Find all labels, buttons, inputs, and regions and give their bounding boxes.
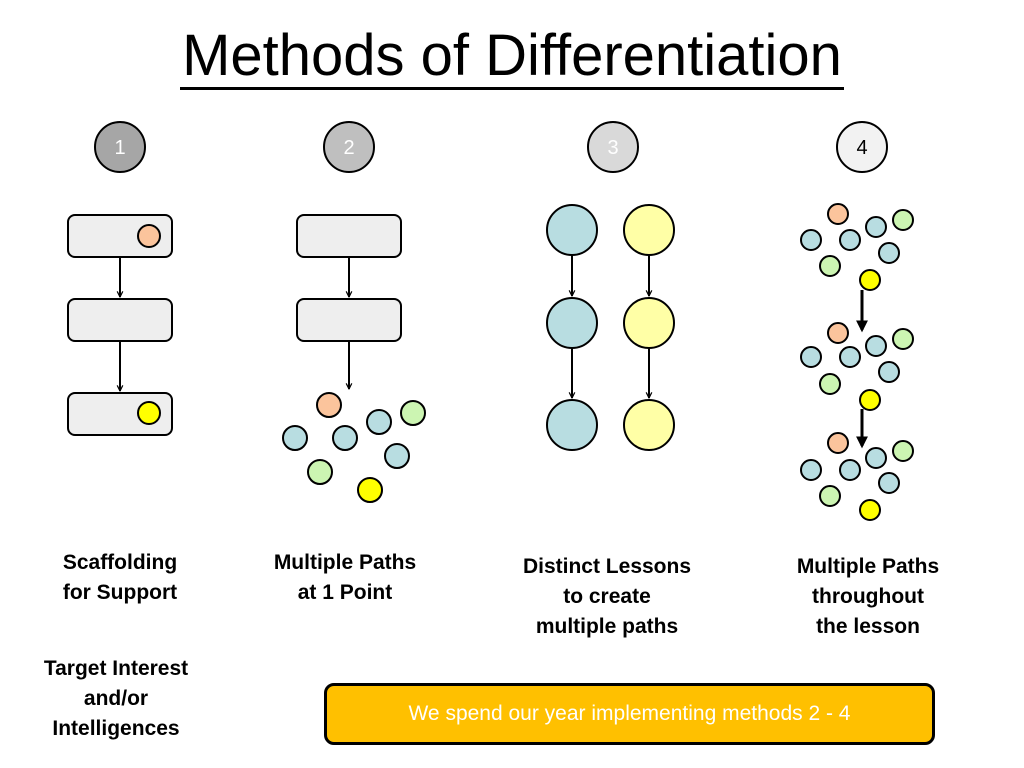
m2-dot-green-2: [307, 459, 333, 485]
m4-c3-teal-1: [865, 447, 887, 469]
method-1-diagram: [67, 214, 173, 436]
m4-c3-teal-4: [878, 472, 900, 494]
m1-yellow-dot: [137, 401, 161, 425]
banner-text: We spend our year implementing methods 2…: [408, 702, 851, 725]
method-2-caption: Multiple Paths at 1 Point: [273, 551, 417, 604]
m4-c2-teal-2: [800, 346, 822, 368]
badge-1: 1: [94, 121, 146, 173]
m4-c1-teal-4: [878, 242, 900, 264]
m4-c1-teal-1: [865, 216, 887, 238]
m4-c3-green-2: [819, 485, 841, 507]
method-3-diagram: [546, 204, 675, 451]
method-1-caption: Scaffolding for Support: [62, 551, 178, 604]
m2-dot-teal-3: [332, 425, 358, 451]
m2-step-box-1: [296, 214, 402, 258]
m2-dot-green-1: [400, 400, 426, 426]
m4-c1-peach: [827, 203, 849, 225]
method-3-caption: Distinct Lessons to create multiple path…: [522, 555, 692, 638]
m4-c3-teal-2: [800, 459, 822, 481]
m4-c1-teal-2: [800, 229, 822, 251]
m3-teal-node-3: [546, 399, 598, 451]
m4-c3-teal-3: [839, 459, 861, 481]
m4-c2-yellow: [859, 389, 881, 411]
m3-yellow-node-1: [623, 204, 675, 256]
m4-c3-yellow: [859, 499, 881, 521]
m4-c1-teal-3: [839, 229, 861, 251]
m2-dot-teal-1: [366, 409, 392, 435]
method-2-diagram: [282, 214, 426, 503]
badge-4-circle: [836, 121, 888, 173]
m3-teal-node-2: [546, 297, 598, 349]
summary-banner: We spend our year implementing methods 2…: [324, 683, 935, 745]
m4-cluster-3: [800, 432, 914, 521]
method-4-caption: Multiple Paths throughout the lesson: [796, 555, 940, 638]
title-text: Methods of Differentiation: [180, 23, 844, 90]
badge-2-number: 2: [343, 137, 354, 159]
m3-yellow-node-3: [623, 399, 675, 451]
badge-2-circle: [323, 121, 375, 173]
m4-c2-teal-3: [839, 346, 861, 368]
m2-dot-teal-2: [282, 425, 308, 451]
m4-c1-green-2: [819, 255, 841, 277]
m4-cluster-2: [800, 322, 914, 411]
badge-3-number: 3: [607, 137, 618, 159]
badge-2: 2: [323, 121, 375, 173]
m4-c2-green-1: [892, 328, 914, 350]
m1-peach-dot: [137, 224, 161, 248]
m2-dot-yellow: [357, 477, 383, 503]
badge-1-circle: [94, 121, 146, 173]
m4-c2-peach: [827, 322, 849, 344]
badge-3-circle: [587, 121, 639, 173]
m2-dot-teal-4: [384, 443, 410, 469]
badge-4-number: 4: [856, 137, 867, 159]
m4-c2-teal-1: [865, 335, 887, 357]
m1-step-box-2: [67, 298, 173, 342]
m3-yellow-node-2: [623, 297, 675, 349]
slide-title: Methods of Differentiation: [0, 22, 1024, 90]
m4-c3-peach: [827, 432, 849, 454]
m4-c1-green-1: [892, 209, 914, 231]
m4-c2-green-2: [819, 373, 841, 395]
side-note: Target Interest and/or Intelligences: [43, 657, 189, 740]
m4-c3-green-1: [892, 440, 914, 462]
m4-cluster-1: [800, 203, 914, 291]
badge-4: 4: [836, 121, 888, 173]
m4-c2-teal-4: [878, 361, 900, 383]
m2-step-box-2: [296, 298, 402, 342]
badge-1-number: 1: [114, 137, 125, 159]
m4-c1-yellow: [859, 269, 881, 291]
m2-dot-peach: [316, 392, 342, 418]
method-4-diagram: [800, 203, 914, 521]
badge-3: 3: [587, 121, 639, 173]
m3-teal-node-1: [546, 204, 598, 256]
